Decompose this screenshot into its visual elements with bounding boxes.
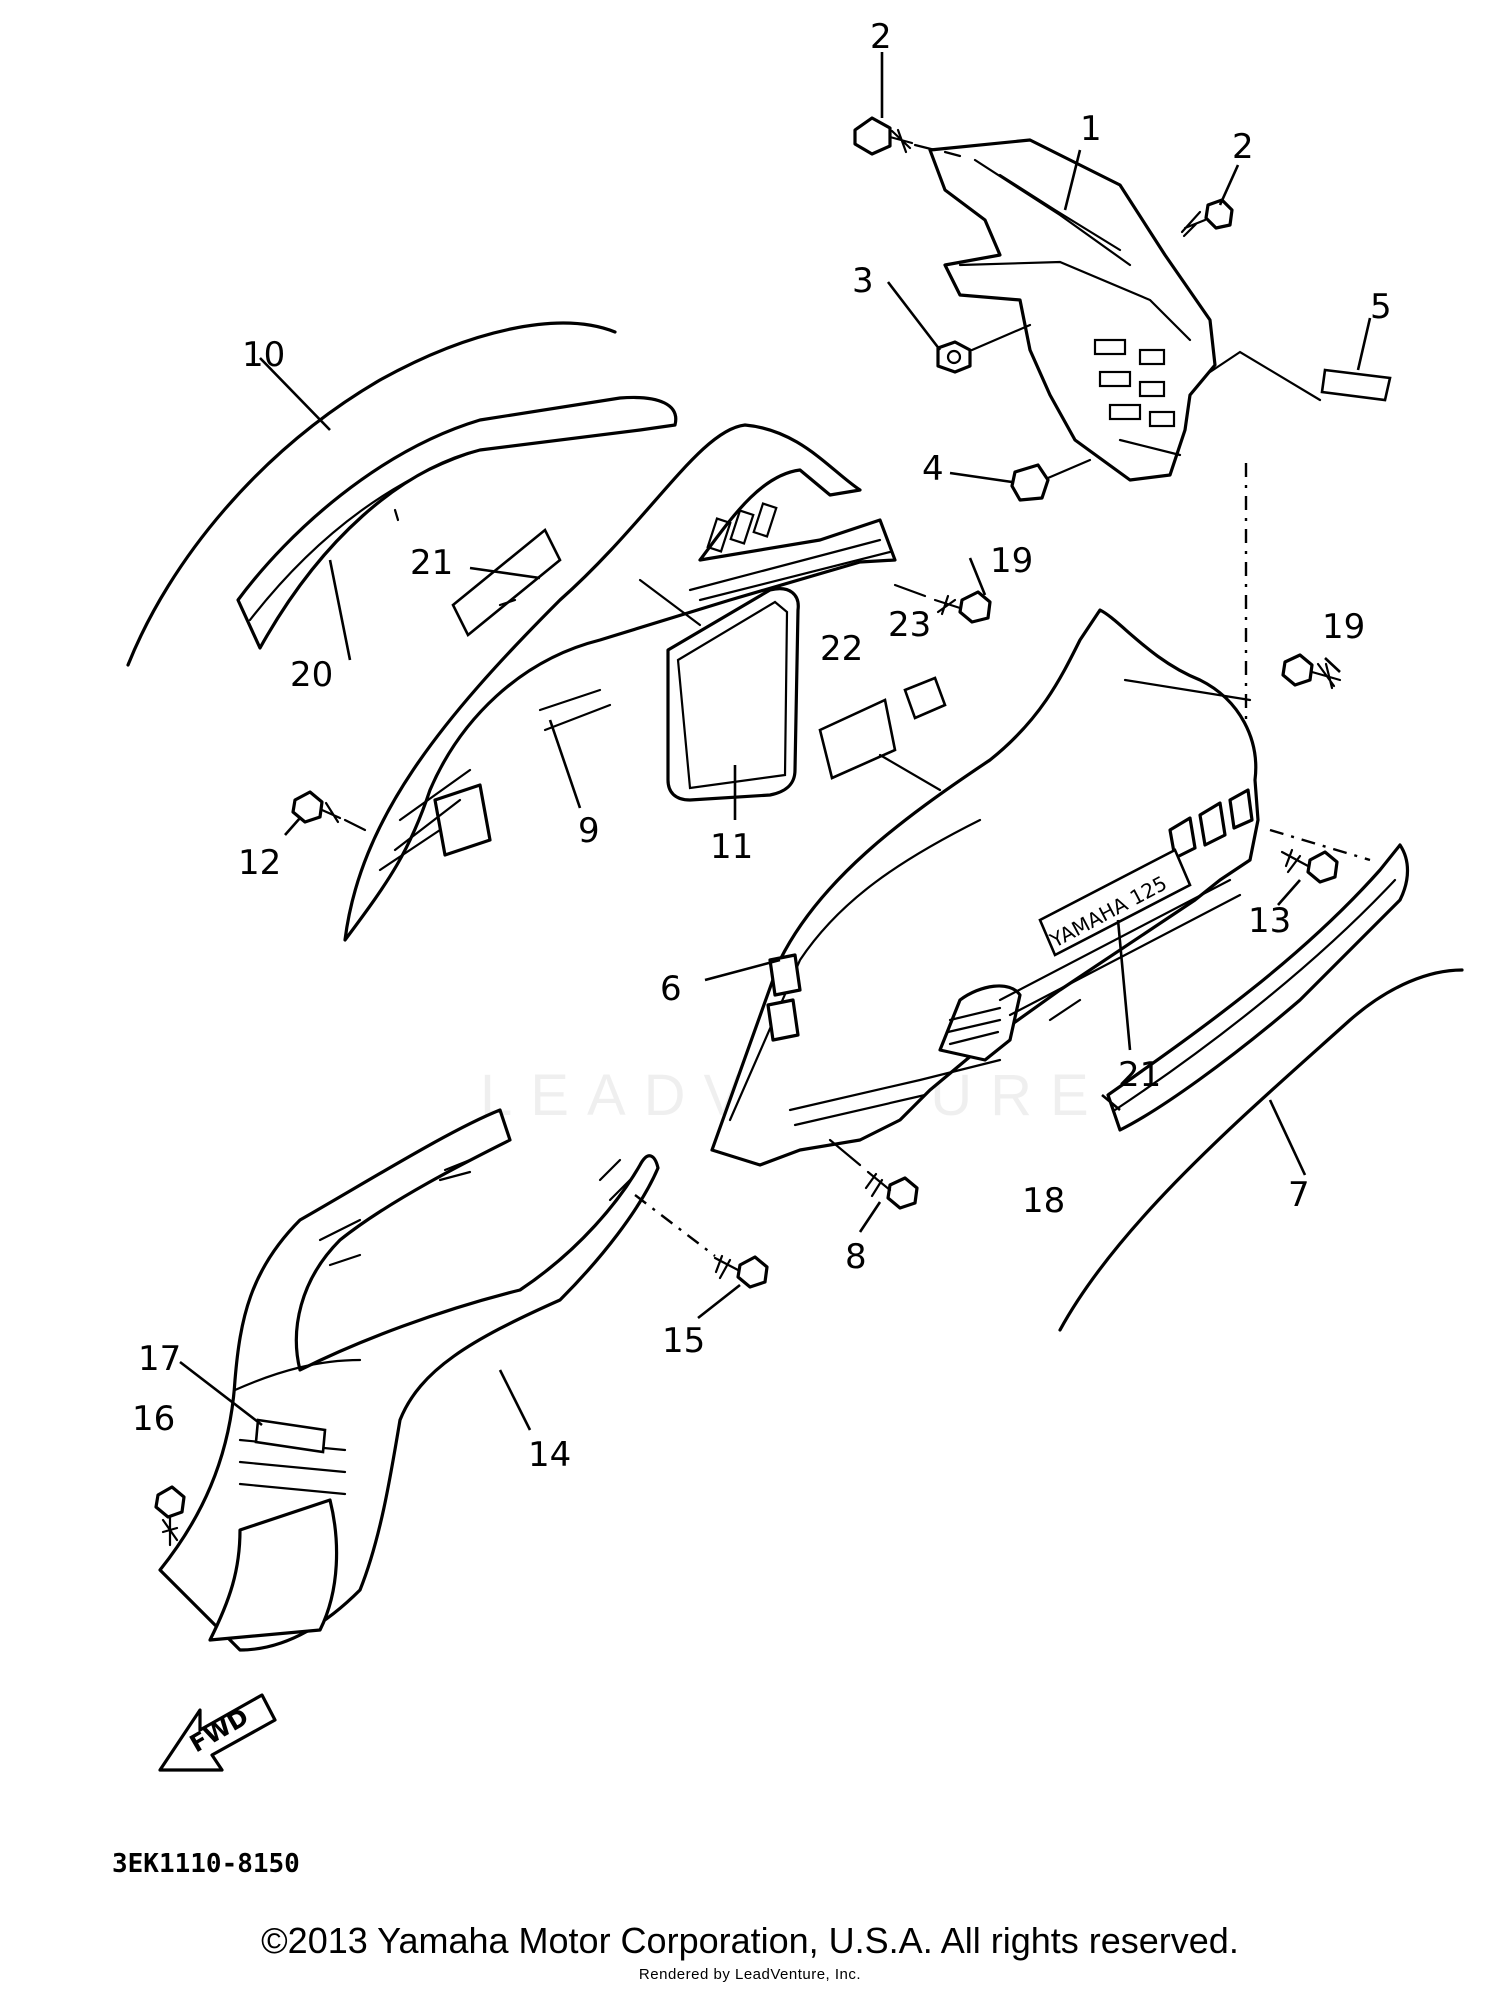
part-9-side-cover-left — [343, 423, 897, 942]
callout-21-right: 21 — [1118, 1055, 1161, 1095]
callout-11: 11 — [710, 827, 753, 867]
callout-16: 16 — [132, 1399, 175, 1439]
rendered-by-note: Rendered by LeadVenture, Inc. — [638, 1966, 862, 1983]
decal-22-leader — [878, 753, 942, 792]
callout-18: 18 — [1022, 1181, 1065, 1221]
label-5 — [1208, 350, 1392, 402]
decal-22 — [818, 698, 897, 780]
callout-7: 7 — [1288, 1175, 1310, 1215]
part-11-panel — [638, 578, 800, 802]
callout-22: 22 — [820, 629, 863, 669]
callout-3: 3 — [852, 261, 874, 301]
bolt-19-right — [1281, 653, 1342, 690]
bolt-16 — [154, 1485, 186, 1547]
callout-leaders — [179, 52, 1372, 1431]
callout-9: 9 — [578, 811, 600, 851]
callout-6: 6 — [660, 969, 682, 1009]
callout-23: 23 — [888, 605, 931, 645]
fwd-arrow-icon: FWD — [158, 1693, 277, 1772]
callout-4: 4 — [922, 449, 944, 489]
callout-20: 20 — [290, 655, 333, 695]
bolt-19-center — [893, 583, 992, 624]
bolt-13 — [1280, 848, 1339, 884]
nut-3 — [936, 323, 1032, 374]
bolt-2-right — [1180, 198, 1234, 238]
bolt-2-left — [853, 116, 962, 158]
decal-21-left — [451, 527, 562, 638]
callout-8: 8 — [845, 1237, 867, 1277]
part-18-step-trim — [1106, 843, 1410, 1132]
callout-13: 13 — [1248, 901, 1291, 941]
bolt-12 — [291, 790, 367, 832]
callout-numbers: 2 1 2 3 4 5 10 21 19 19 23 22 20 9 11 12… — [132, 17, 1392, 1475]
part-20-molding — [236, 395, 678, 650]
bolt-8 — [828, 1138, 919, 1210]
callout-2-top: 2 — [870, 17, 892, 57]
callout-10: 10 — [242, 335, 285, 375]
callout-19-center: 19 — [990, 541, 1033, 581]
decal-23 — [903, 676, 947, 720]
callout-1: 1 — [1080, 109, 1102, 149]
callout-12: 12 — [238, 843, 281, 883]
bolt-15 — [713, 1254, 769, 1289]
callout-17: 17 — [138, 1339, 181, 1379]
clip-4 — [1010, 458, 1092, 502]
part-7-rail — [1058, 968, 1464, 1332]
callout-19-right: 19 — [1322, 607, 1365, 647]
copyright-notice: ©2013 Yamaha Motor Corporation, U.S.A. A… — [261, 1920, 1239, 1961]
part-6-rear-body-cover: YAMAHA 125 — [710, 608, 1260, 1167]
brand-decal-badge — [1038, 848, 1192, 957]
part-1-rear-bracket — [928, 138, 1217, 482]
diagram-code: 3EK1110-8150 — [112, 1849, 300, 1879]
part-10-rail — [126, 321, 617, 667]
callout-2-right: 2 — [1232, 127, 1254, 167]
callout-15: 15 — [662, 1321, 705, 1361]
callout-14: 14 — [528, 1435, 571, 1475]
assembly-line-15 — [634, 1194, 716, 1257]
callout-5: 5 — [1370, 287, 1392, 327]
emblem-17-badge — [254, 1418, 327, 1454]
part-14-leg-shield — [158, 1108, 660, 1652]
callout-21-left: 21 — [410, 543, 453, 583]
